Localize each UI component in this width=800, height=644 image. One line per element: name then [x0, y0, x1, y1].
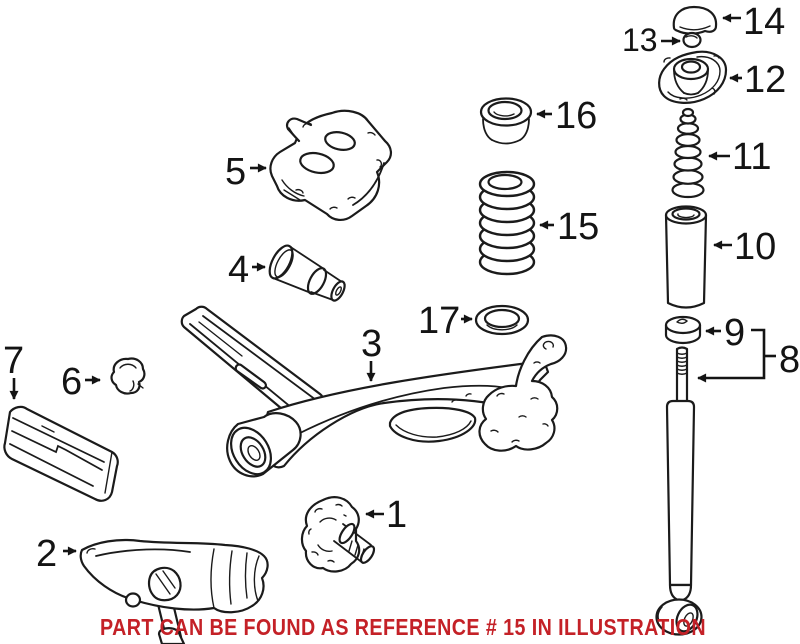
part-spring-seat: [479, 97, 533, 145]
part-spring-plate: [79, 538, 269, 644]
callout-2: 2: [36, 533, 77, 575]
callout-11-label: 11: [732, 136, 771, 178]
part-bumper-block: [3, 405, 119, 502]
callout-2-label: 2: [36, 533, 57, 575]
shock-body: [665, 399, 696, 587]
shock-rod: [675, 346, 689, 406]
part-coil-spring: [478, 170, 536, 276]
callout-16-label: 16: [555, 95, 597, 137]
callout-12: 12: [729, 59, 786, 101]
part-retainer-clip: [110, 357, 146, 395]
callout-11: 11: [708, 136, 771, 178]
callout-9: 9: [705, 312, 745, 354]
callout-13-label: 13: [622, 22, 658, 58]
callout-9-label: 9: [724, 312, 745, 354]
callout-8-label: 8: [779, 339, 800, 381]
callout-8-bracket: [697, 328, 766, 383]
callout-17-label: 17: [418, 300, 460, 342]
callout-10: 10: [713, 226, 776, 268]
part-axle-beam: [180, 305, 568, 478]
callout-14: 14: [722, 1, 785, 43]
callout-10-label: 10: [734, 226, 776, 268]
callout-5: 5: [225, 151, 267, 193]
callout-15-label: 15: [557, 206, 599, 248]
callout-7: 7: [3, 340, 24, 400]
callout-3: 3: [361, 323, 382, 382]
callout-17: 17: [418, 300, 473, 342]
callout-5-label: 5: [225, 151, 246, 193]
callout-4-label: 4: [228, 249, 249, 291]
callout-13: 13: [622, 22, 681, 58]
part-spindle: [300, 496, 376, 573]
callout-1: 1: [365, 494, 407, 536]
callouts: 1 2 3 4 5 6 7 8: [3, 1, 800, 575]
callout-4: 4: [228, 249, 266, 291]
part-spring-insulator-ring: [474, 304, 530, 336]
part-bump-stop: [671, 107, 705, 199]
part-mount-bracket: [269, 109, 392, 221]
part-bushing: [268, 244, 346, 302]
part-dust-shield: [664, 205, 708, 309]
part-shock-absorber: [655, 346, 703, 636]
callout-7-label: 7: [3, 340, 24, 382]
part-nut: [682, 31, 702, 49]
part-cap: [672, 5, 718, 35]
callout-14-label: 14: [743, 1, 785, 43]
part-strut-mount: [658, 50, 728, 104]
callout-6: 6: [61, 361, 101, 403]
callout-3-label: 3: [361, 323, 382, 365]
callout-16: 16: [536, 95, 597, 137]
callout-8: 8: [697, 328, 800, 383]
callout-1-label: 1: [386, 494, 407, 536]
callout-15: 15: [539, 206, 599, 248]
reference-note: PART CAN BE FOUND AS REFERENCE # 15 IN I…: [100, 614, 706, 640]
callout-6-label: 6: [61, 361, 82, 403]
part-washer: [664, 315, 702, 345]
callout-12-label: 12: [744, 59, 786, 101]
